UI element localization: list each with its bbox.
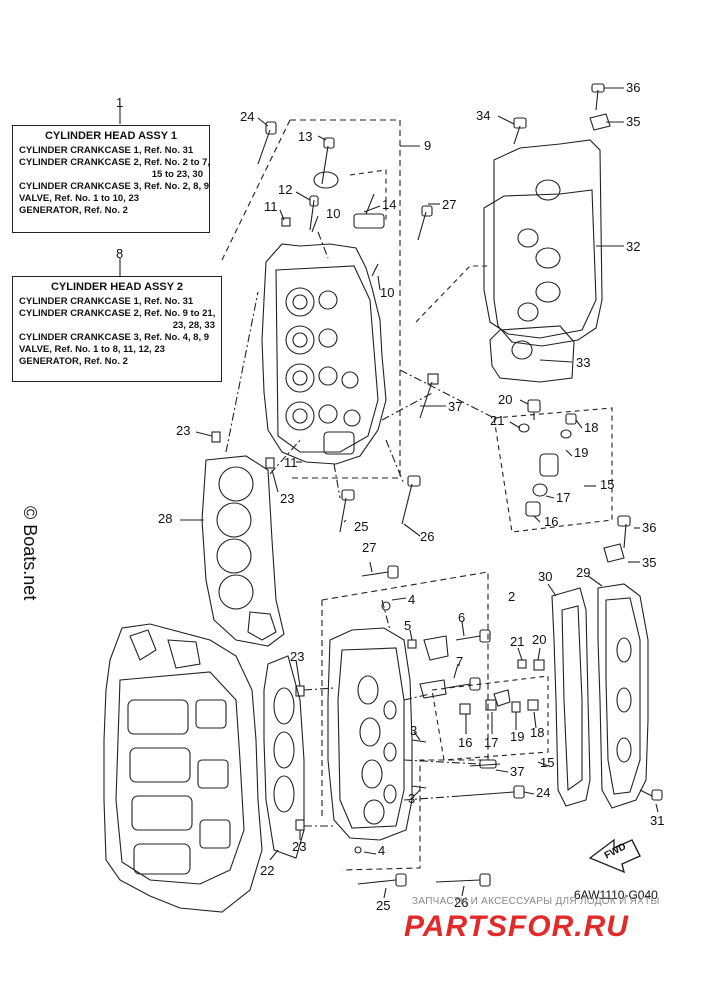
watermark: © Boats.net (20, 506, 40, 601)
callout-6: 6 (458, 610, 466, 625)
callout-30: 30 (538, 569, 553, 584)
shop-banner: ЗАПЧАСТИ И АКСЕССУАРЫ ДЛЯ ЛОДОК И ЯХТЫ (412, 896, 660, 907)
assy-box-1-line: GENERATOR, Ref. No. 2 (19, 205, 128, 216)
callout-20: 20 (498, 392, 513, 407)
callout-10: 10 (380, 285, 395, 300)
callout-23: 23 (292, 839, 307, 854)
callout-23: 23 (290, 649, 305, 664)
callout-29: 29 (576, 565, 591, 580)
callout-23: 23 (280, 491, 295, 506)
assy-box-1-title: CYLINDER HEAD ASSY 1 (44, 130, 178, 142)
callout-37: 37 (448, 399, 463, 414)
callout-21: 21 (490, 413, 505, 428)
callout-25: 25 (376, 898, 391, 913)
callout-32: 32 (626, 239, 641, 254)
callout-25: 25 (354, 519, 369, 534)
assy-box-1-line: 15 to 23, 30 (151, 169, 203, 180)
callout-11: 11 (264, 199, 278, 214)
callout-15: 15 (600, 477, 615, 492)
callout-7: 7 (456, 654, 464, 669)
assy-box-2-line: CYLINDER CRANKCASE 3, Ref. No. 4, 8, 9 (19, 332, 210, 343)
callout-31: 31 (650, 813, 665, 828)
callout-8: 8 (116, 246, 124, 261)
callout-10: 10 (326, 206, 341, 221)
callout-21: 21 (510, 634, 525, 649)
callout-14: 14 (382, 197, 397, 212)
callout-27: 27 (362, 540, 377, 555)
callout-33: 33 (576, 355, 591, 370)
assy-box-1: CYLINDER HEAD ASSY 1 CYLINDER CRANKCASE … (12, 125, 210, 233)
assy-box-2-line: CYLINDER CRANKCASE 2, Ref. No. 9 to 21, (19, 308, 216, 319)
callout-18: 18 (530, 725, 545, 740)
callout-9: 9 (424, 138, 432, 153)
callout-2: 2 (508, 589, 516, 604)
assy-box-2-line: GENERATOR, Ref. No. 2 (19, 356, 128, 367)
callout-11: 11 (284, 455, 298, 470)
callout-4: 4 (408, 592, 416, 607)
assy-box-1-line: CYLINDER CRANKCASE 2, Ref. No. 2 to 7, (19, 157, 211, 168)
callout-5: 5 (404, 618, 412, 633)
assy-box-2: CYLINDER HEAD ASSY 2 CYLINDER CRANKCASE … (12, 276, 222, 382)
callout-37: 37 (510, 764, 525, 779)
callout-17: 17 (556, 490, 571, 505)
callout-36: 36 (626, 80, 641, 95)
callout-35: 35 (642, 555, 657, 570)
callout-3: 3 (408, 791, 416, 806)
assy-box-2-line: VALVE, Ref. No. 1 to 8, 11, 12, 23 (19, 344, 165, 355)
callout-12: 12 (278, 182, 293, 197)
callout-16: 16 (544, 514, 559, 529)
assy-box-2-line: CYLINDER CRANKCASE 1, Ref. No. 31 (19, 296, 194, 307)
fwd-arrow-icon (588, 838, 641, 874)
callout-3: 3 (410, 723, 418, 738)
diagram-code: 6AW1110-G040 (574, 888, 658, 902)
callout-20: 20 (532, 632, 547, 647)
callout-24: 24 (536, 785, 551, 800)
callout-24: 24 (240, 109, 255, 124)
callout-17: 17 (484, 735, 499, 750)
callout-23: 23 (176, 423, 191, 438)
callout-15: 15 (540, 755, 555, 770)
callout-28: 28 (158, 511, 173, 526)
assy-box-1-line: CYLINDER CRANKCASE 3, Ref. No. 2, 8, 9 (19, 181, 210, 192)
callout-26: 26 (420, 529, 435, 544)
callout-36: 36 (642, 520, 657, 535)
callout-19: 19 (510, 729, 525, 744)
assy-box-2-line: 23, 28, 33 (172, 320, 215, 331)
shop-logo: PARTSFOR.RU (404, 910, 629, 943)
callout-27: 27 (442, 197, 457, 212)
callout-34: 34 (476, 108, 491, 123)
callout-22: 22 (260, 863, 275, 878)
callout-4: 4 (378, 843, 386, 858)
callout-13: 13 (298, 129, 313, 144)
assy-box-2-title: CYLINDER HEAD ASSY 2 (50, 281, 184, 293)
callout-18: 18 (584, 420, 599, 435)
callout-16: 16 (458, 735, 473, 750)
callout-35: 35 (626, 114, 641, 129)
assy-box-1-line: VALVE, Ref. No. 1 to 10, 23 (19, 193, 140, 204)
assy-box-1-line: CYLINDER CRANKCASE 1, Ref. No. 31 (19, 145, 194, 156)
callout-26: 26 (454, 895, 469, 910)
callout-19: 19 (574, 445, 589, 460)
callout-1: 1 (116, 95, 124, 110)
